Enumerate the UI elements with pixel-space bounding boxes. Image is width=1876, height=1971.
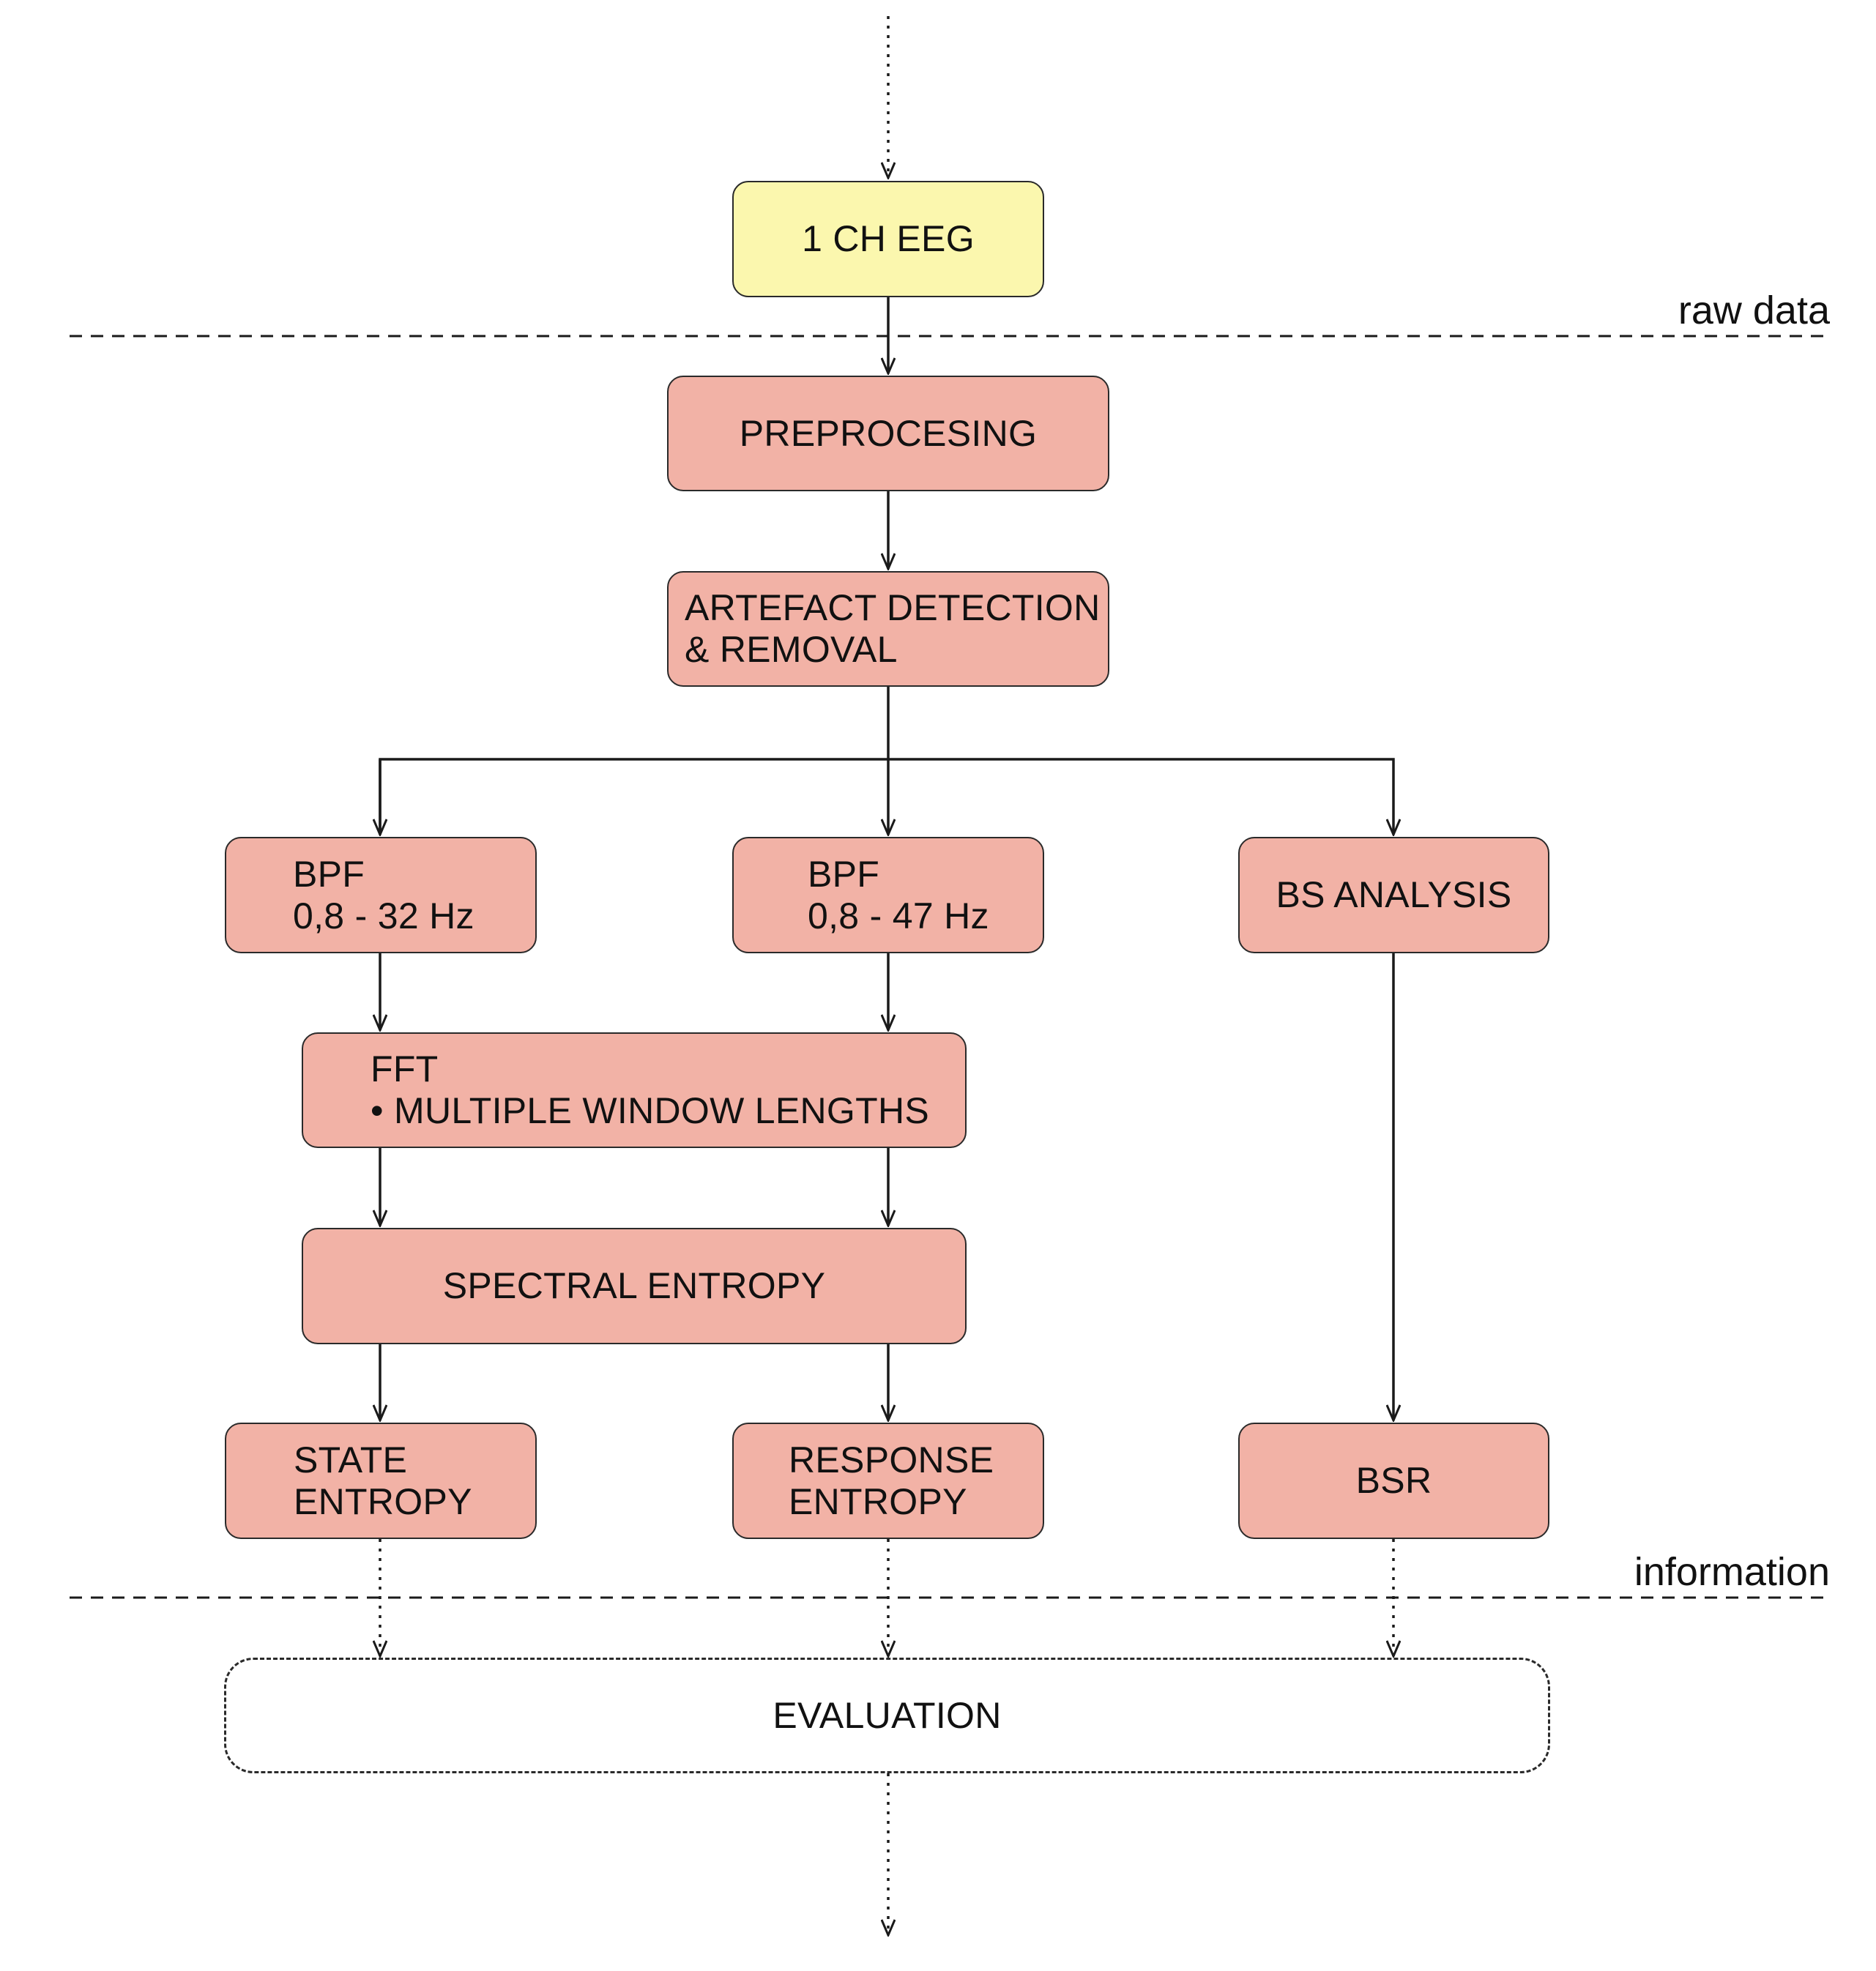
bs-analysis-box: BS ANALYSIS [1238, 837, 1549, 953]
split-connector [379, 758, 1393, 835]
preprocessing-box: PREPROCESING [667, 376, 1109, 491]
bs-analysis-label: BS ANALYSIS [1276, 874, 1512, 915]
bpf-47hz-label-line2: 0,8 - 47 Hz [808, 895, 989, 936]
preprocessing-label: PREPROCESING [739, 412, 1038, 454]
bpf-32hz-label-line2: 0,8 - 32 Hz [293, 895, 474, 936]
fft-box: FFT • MULTIPLE WINDOW LENGTHS [302, 1032, 967, 1148]
artefact-label-line1: ARTEFACT DETECTION [685, 587, 1101, 628]
bpf-47hz-box: BPF 0,8 - 47 Hz [732, 837, 1044, 953]
bsr-label: BSR [1355, 1460, 1432, 1501]
fft-label-line2: • MULTIPLE WINDOW LENGTHS [371, 1090, 930, 1131]
evaluation-box: EVALUATION [224, 1658, 1550, 1773]
state-entropy-box: STATE ENTROPY [225, 1423, 537, 1539]
artefact-label-line2: & REMOVAL [685, 629, 898, 670]
eeg-label: 1 CH EEG [802, 218, 975, 259]
state-entropy-label-line1: STATE [294, 1439, 408, 1480]
artefact-box: ARTEFACT DETECTION & REMOVAL [667, 571, 1109, 687]
bpf-47hz-label-line1: BPF [808, 853, 880, 895]
state-entropy-label-line2: ENTROPY [294, 1480, 472, 1522]
response-entropy-label-line1: RESPONSE [789, 1439, 994, 1480]
bsr-box: BSR [1238, 1423, 1549, 1539]
evaluation-label: EVALUATION [773, 1694, 1002, 1736]
fft-label-line1: FFT [371, 1048, 439, 1089]
bpf-32hz-box: BPF 0,8 - 32 Hz [225, 837, 537, 953]
spectral-entropy-label: SPECTRAL ENTROPY [442, 1265, 826, 1306]
response-entropy-label-line2: ENTROPY [789, 1480, 967, 1522]
raw-data-label: raw data [1678, 288, 1830, 332]
bpf-32hz-label-line1: BPF [293, 853, 365, 895]
eeg-input-box: 1 CH EEG [732, 181, 1044, 297]
spectral-entropy-box: SPECTRAL ENTROPY [302, 1228, 967, 1344]
response-entropy-box: RESPONSE ENTROPY [732, 1423, 1044, 1539]
information-label: information [1634, 1550, 1830, 1594]
